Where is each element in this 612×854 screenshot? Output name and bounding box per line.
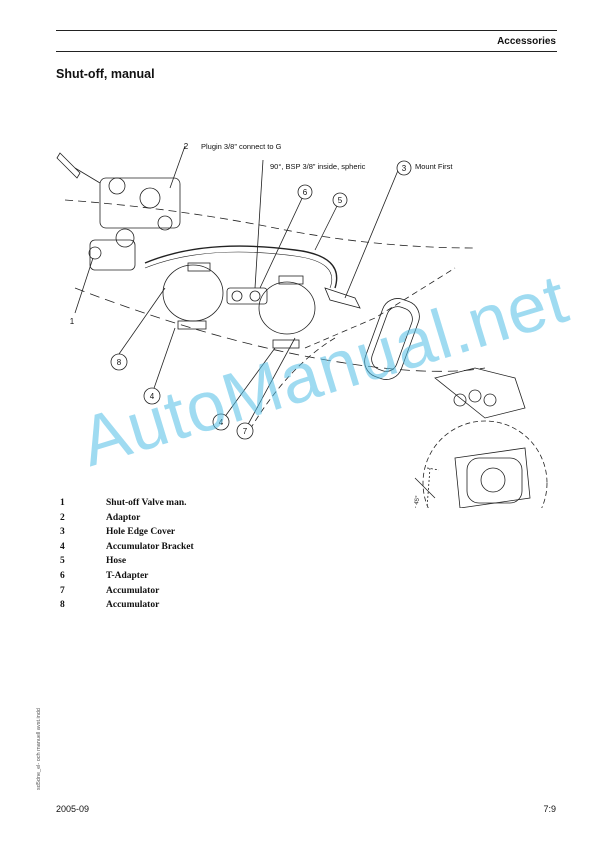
header-bottom-rule (56, 51, 557, 52)
legend-item: 8 Accumulator (60, 598, 194, 613)
callout-8-number: 8 (117, 358, 122, 367)
callout-6-number: 6 (303, 188, 308, 197)
legend-item: 6 T-Adapter (60, 569, 194, 584)
legend-item: 4 Accumulator Bracket (60, 540, 194, 555)
assembly-illustration: 2 6 5 3 1 8 4 4 7 Plugin 3/8” connect to… (55, 138, 557, 508)
footer-date: 2005-09 (56, 804, 90, 814)
legend-item: 7 Accumulator (60, 584, 194, 599)
leader-1 (74, 257, 94, 314)
callout-1-number: 1 (70, 317, 75, 326)
hose (144, 245, 338, 289)
page-title: Shut-off, manual (56, 67, 155, 81)
legend-text: Shut-off Valve man. (106, 498, 187, 508)
leader-2 (169, 145, 186, 189)
legend-number: 7 (60, 585, 65, 596)
valve-block (99, 177, 181, 229)
legend-number: 5 (60, 556, 65, 567)
lever (56, 152, 81, 179)
callout-2-text: Plugin 3/8” connect to G (201, 142, 282, 151)
legend-item: 2 Adaptor (60, 511, 194, 526)
legend-item: 5 Hose (60, 554, 194, 569)
dashed-outline-mid (74, 287, 486, 372)
bracket-4b (272, 339, 300, 349)
leader-4a (151, 327, 176, 395)
dashed-outline-right (304, 267, 456, 349)
legend-text: T-Adapter (106, 570, 149, 581)
t-adapter-note: 90°, BSP 3/8” inside, spheric (270, 162, 366, 171)
callout-3-number: 3 (402, 164, 407, 173)
angle-label: ~ 45° (413, 495, 421, 508)
legend-number: 1 (60, 498, 65, 508)
callout-2-number: 2 (184, 142, 189, 151)
leader-note (254, 159, 264, 289)
oval-hole (364, 298, 420, 380)
callout-4a-number: 4 (150, 392, 155, 401)
accumulator-8 (162, 264, 224, 322)
legend-number: 4 (60, 541, 65, 552)
dashed-outline-top (64, 199, 476, 249)
leader-5 (314, 199, 341, 251)
header-top-rule (56, 30, 557, 31)
leader-3 (344, 167, 400, 299)
legend-number: 2 (60, 512, 65, 523)
callout-4b-number: 4 (219, 418, 224, 427)
assembly-drawing: 2 6 5 3 1 8 4 4 7 Plugin 3/8” connect to… (56, 142, 548, 508)
section-name: Accessories (497, 36, 556, 47)
legend-text: Accumulator (106, 600, 160, 611)
accumulator-7 (258, 281, 316, 335)
page-number: 7:9 (543, 804, 556, 814)
legend-text: Accumulator Bracket (106, 541, 194, 552)
mount-detail (434, 367, 526, 419)
leader-4b (220, 347, 276, 423)
callout-7-number: 7 (243, 427, 248, 436)
legend-text: Hose (106, 556, 127, 567)
legend-number: 3 (60, 527, 65, 538)
leader-7 (244, 337, 296, 431)
leader-6 (259, 191, 306, 289)
legend-item: 1 Shut-off Valve man. (60, 496, 194, 511)
callout-3-text: Mount First (415, 162, 453, 171)
legend-text: Accumulator (106, 585, 160, 596)
bracket-4a (177, 320, 207, 330)
legend-text: Hole Edge Cover (106, 527, 176, 538)
hole-edge-cover (324, 287, 361, 309)
legend-text: Adaptor (106, 512, 141, 523)
callout-5-number: 5 (338, 196, 343, 205)
dashed-guide (244, 337, 336, 439)
parts-legend: 1 Shut-off Valve man. 2 Adaptor 3 Hole Edge… (60, 496, 194, 613)
t-adapter (226, 287, 268, 305)
detail-circle (422, 420, 548, 508)
legend-number: 8 (60, 600, 65, 611)
legend-number: 6 (60, 570, 65, 581)
legend-item: 3 Hole Edge Cover (60, 525, 194, 540)
leader-8 (118, 287, 166, 355)
file-name-margin: sd5dne_el- och manuell avst.indd (36, 708, 42, 790)
